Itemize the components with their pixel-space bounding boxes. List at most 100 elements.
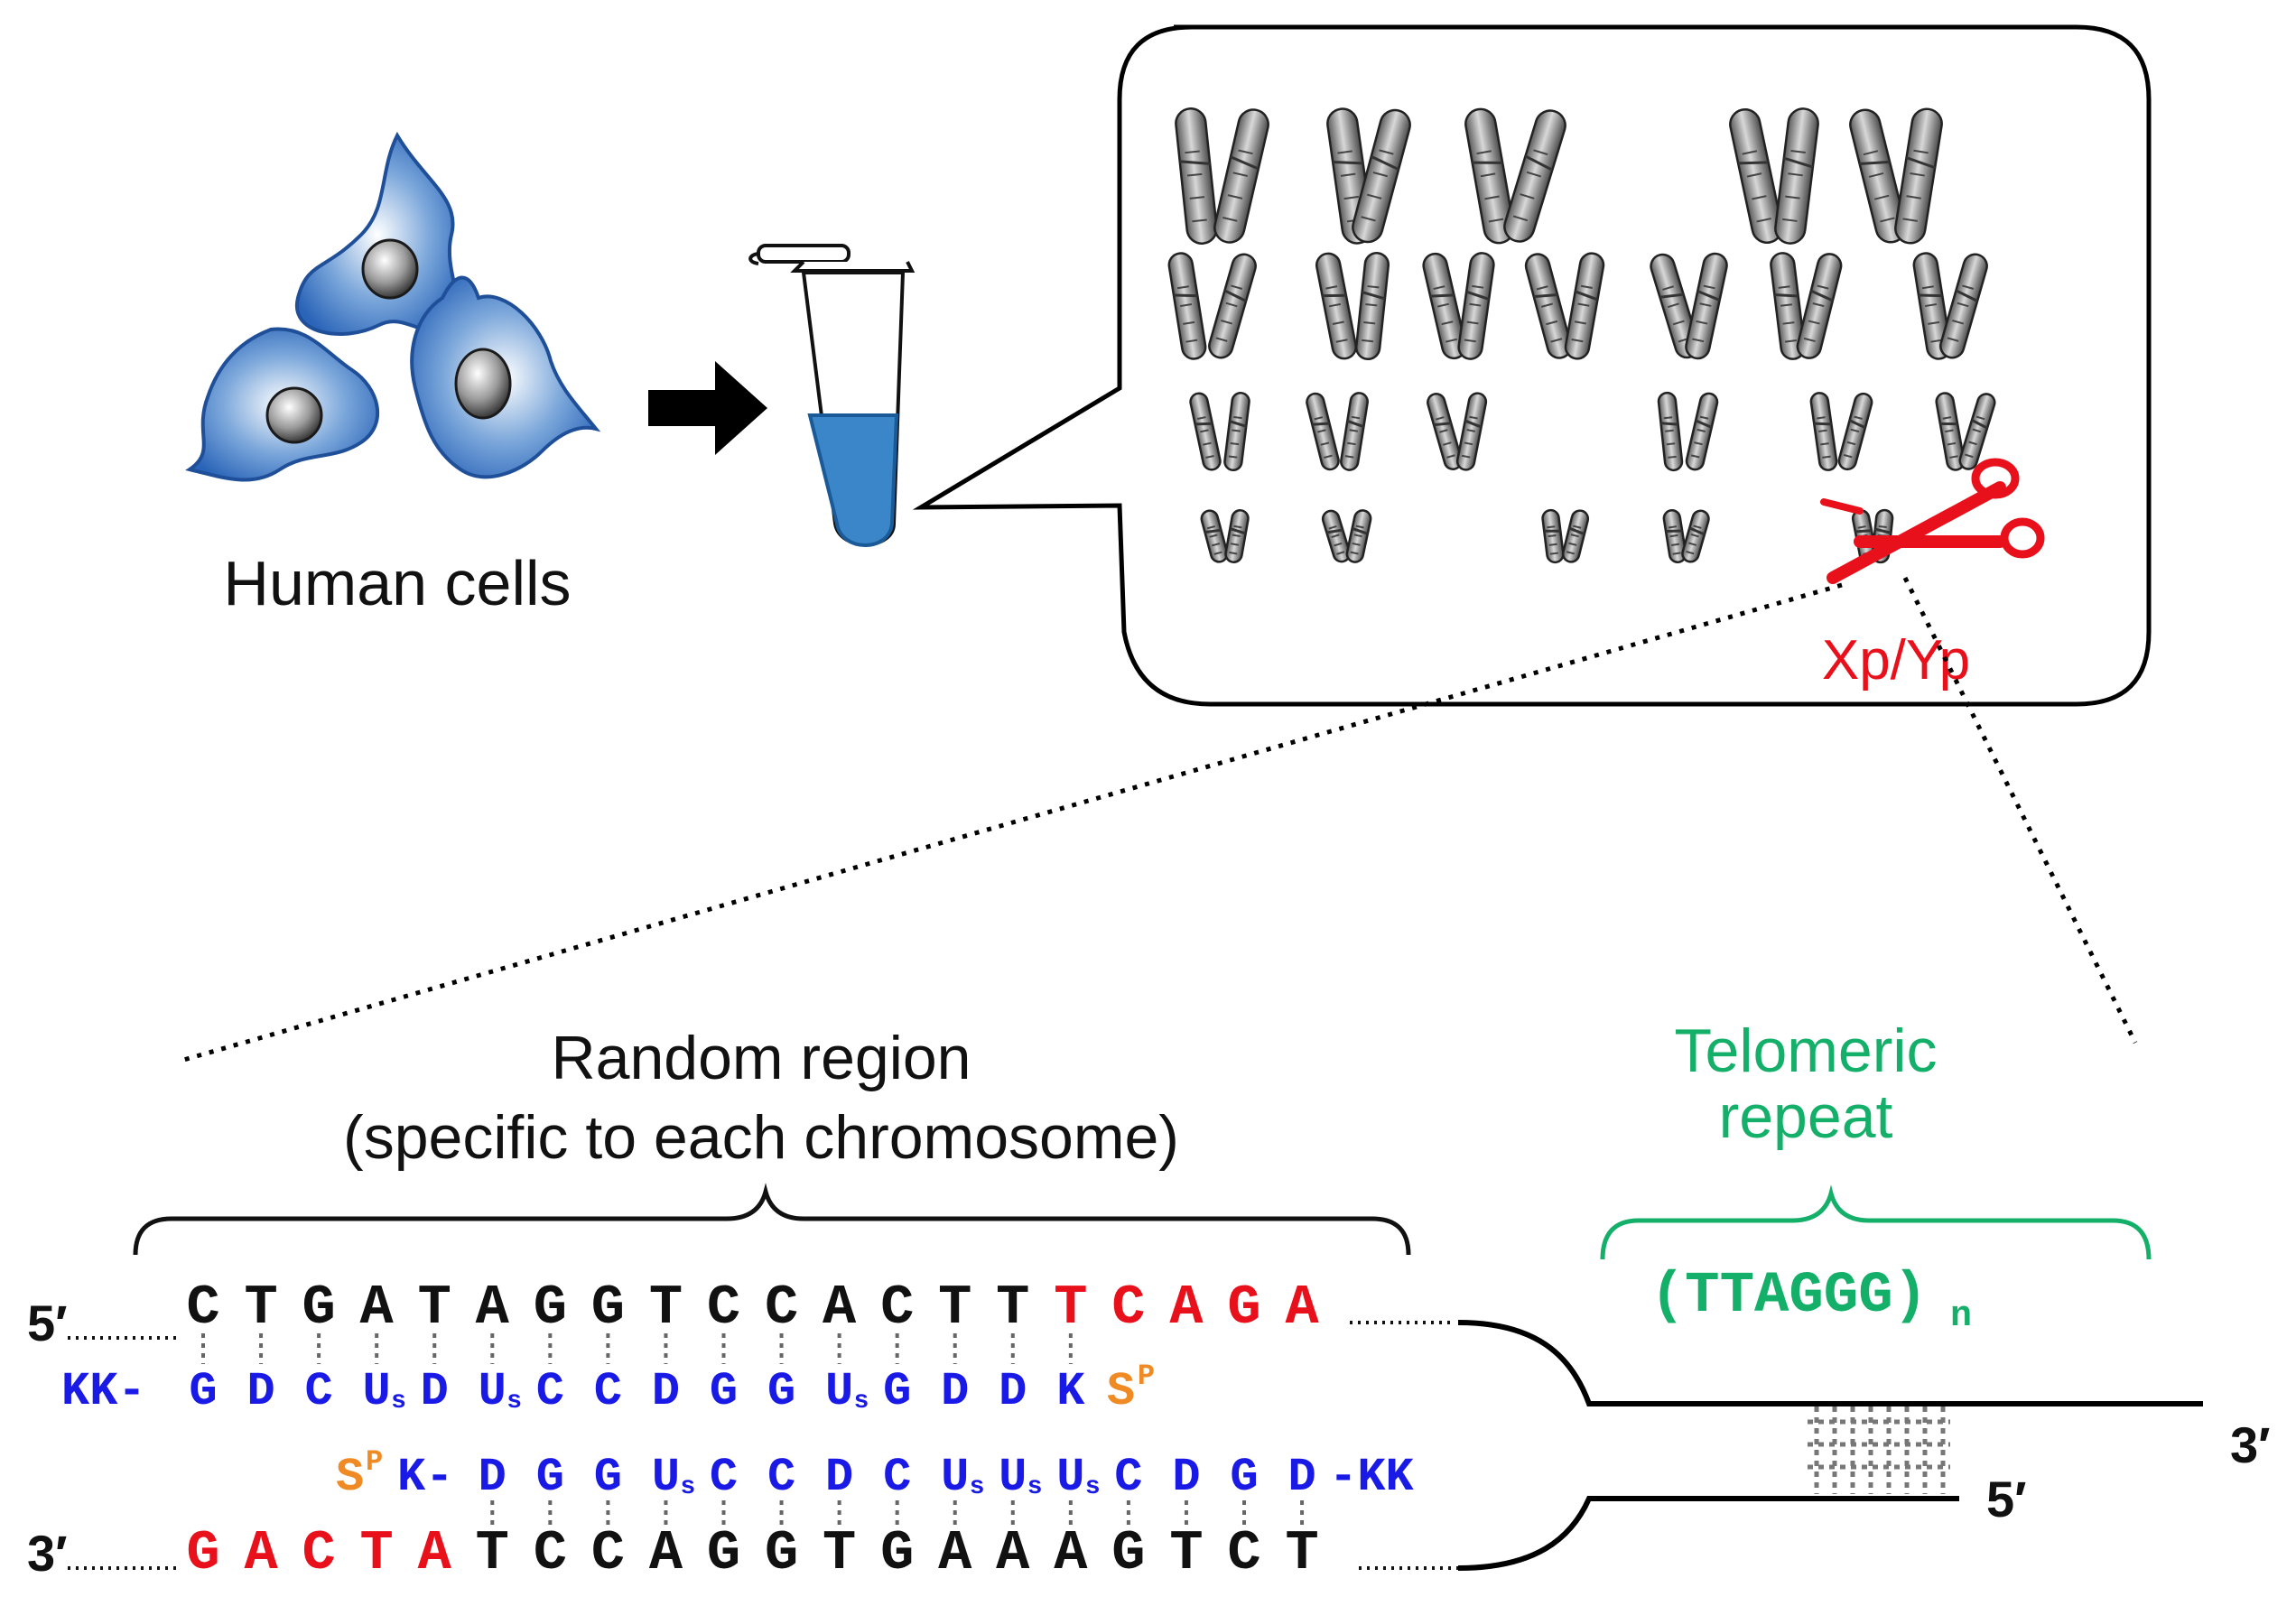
bottom-strand-3prime: 3′	[27, 1525, 68, 1582]
human-cells-label: Human cells	[223, 548, 571, 618]
probe-base: U	[999, 1451, 1027, 1504]
nucleotide: C	[880, 1276, 914, 1340]
chromosome	[1657, 391, 1684, 472]
chromosome-icon	[1167, 107, 1996, 564]
probe-base-modifier: s	[1085, 1473, 1101, 1501]
nucleotide: T	[418, 1276, 451, 1340]
chromosome	[1809, 392, 1838, 471]
probe-base: C	[594, 1365, 622, 1418]
random-region-title: Random region	[552, 1024, 971, 1092]
nucleotide: A	[823, 1276, 857, 1340]
zoom-line-left	[180, 582, 1843, 1063]
overhang-pairing-lines	[1808, 1406, 1950, 1494]
probe-base: C	[710, 1451, 738, 1504]
probe-1-suffix: S	[1107, 1365, 1135, 1418]
right-arrow-icon	[648, 361, 767, 455]
nucleotide: C	[707, 1276, 740, 1340]
telomeric-repeat: (TTAGGG)	[1650, 1264, 1928, 1329]
nucleotide: G	[534, 1276, 567, 1340]
telomeric-brace	[1600, 1184, 2152, 1260]
nucleotide: T	[1169, 1521, 1203, 1585]
chromosome	[1306, 392, 1340, 471]
probe-2-lead: K-	[397, 1451, 453, 1504]
probe-base: G	[1230, 1451, 1258, 1504]
chromosome	[1345, 509, 1372, 563]
top-strand-5prime: 5′	[27, 1295, 68, 1351]
nucleotide: T	[996, 1276, 1029, 1340]
telomeric-subtitle: repeat	[1719, 1082, 1893, 1151]
nucleotide: G	[707, 1521, 740, 1585]
probe-base: C	[883, 1451, 911, 1504]
chromosome	[1189, 392, 1222, 471]
nucleotide: C	[765, 1276, 798, 1340]
nucleotide: C	[186, 1276, 219, 1340]
chromosome	[1503, 109, 1566, 243]
nucleotide: A	[476, 1276, 510, 1340]
probe-1-prefix: KK-	[61, 1365, 146, 1418]
probe-base: U	[363, 1365, 391, 1418]
nucleotide: T	[244, 1276, 277, 1340]
chromosome	[1541, 508, 1565, 564]
probe-base: U	[652, 1451, 680, 1504]
nucleotide: C	[1111, 1276, 1145, 1340]
probe-base-modifier: s	[507, 1388, 522, 1416]
nucleotide: A	[938, 1521, 972, 1585]
random-region-brace	[133, 1183, 1411, 1256]
chromosome	[1774, 107, 1819, 245]
chromosome	[1200, 509, 1229, 563]
probe-base: D	[1172, 1451, 1200, 1504]
chromosome	[1849, 108, 1907, 244]
nucleotide: A	[244, 1521, 278, 1585]
probe-base: D	[1287, 1451, 1315, 1504]
probe-base-modifier: s	[680, 1473, 695, 1501]
nucleotide: T	[1285, 1521, 1318, 1585]
chromosome	[1340, 392, 1369, 471]
nucleotide: G	[302, 1276, 336, 1340]
probe-2-prefix-superscript: P	[366, 1445, 383, 1479]
probe-base: D	[421, 1365, 449, 1418]
telomeric-repeat-subscript: n	[1950, 1296, 1972, 1337]
nucleotide: A	[418, 1521, 452, 1585]
telomeric-title: Telomeric	[1675, 1017, 1938, 1085]
xp-yp-label: Xp/Yp	[1822, 629, 1970, 692]
strand-top-curve	[1457, 1320, 2203, 1406]
chromosome	[1685, 392, 1719, 471]
nucleotide: G	[186, 1521, 219, 1585]
scissors-icon	[1820, 458, 2045, 584]
chromosome	[1422, 252, 1467, 360]
probe-base: U	[479, 1365, 507, 1418]
nucleotide: A	[1285, 1276, 1319, 1340]
probe-base: G	[883, 1365, 911, 1418]
cell-nucleus	[265, 238, 512, 444]
nucleotide: G	[1111, 1521, 1145, 1585]
chromosome	[1524, 253, 1573, 359]
nucleotide: C	[302, 1521, 336, 1585]
probe-base: C	[536, 1365, 564, 1418]
chromosome	[1662, 508, 1687, 564]
probe-base: G	[536, 1451, 564, 1504]
chromosome	[1315, 252, 1358, 360]
probe-base: U	[941, 1451, 969, 1504]
nucleotide: C	[1227, 1521, 1260, 1585]
probe-base-modifier: s	[391, 1388, 406, 1416]
chromosome	[1167, 252, 1207, 360]
probe-base: D	[999, 1365, 1027, 1418]
probe-2-prefix: S	[336, 1451, 364, 1504]
nucleotide: C	[534, 1521, 567, 1585]
strand-bottom-curve	[1457, 1496, 1959, 1571]
probe-base: C	[305, 1365, 333, 1418]
nucleotide: A	[649, 1521, 683, 1585]
probe-base-modifier: s	[970, 1473, 985, 1501]
inner-strand-5prime: 5′	[1986, 1471, 2027, 1527]
chromosome	[1770, 252, 1806, 360]
probe-base: U	[825, 1365, 853, 1418]
chromosome	[1561, 509, 1590, 563]
probe-base-modifier: s	[854, 1388, 869, 1416]
chromosome	[1685, 252, 1728, 360]
probe-base: D	[246, 1365, 274, 1418]
chromosome	[1208, 253, 1257, 359]
cells-icon	[185, 131, 601, 482]
